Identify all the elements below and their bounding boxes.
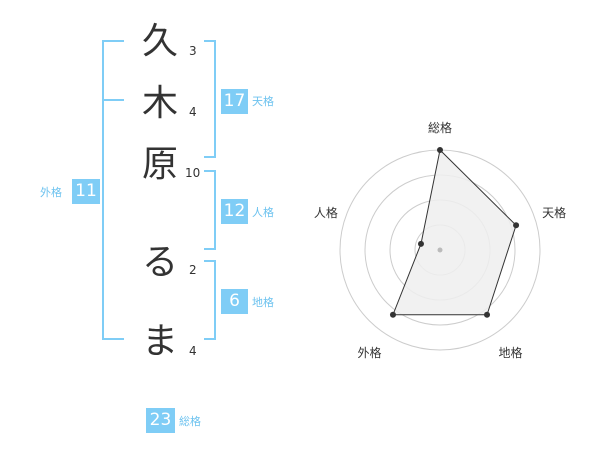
tenkaku-value: 17 (221, 89, 248, 114)
radar-point-2 (513, 222, 520, 229)
radar-point-3 (484, 311, 491, 318)
name-char-5: ま (141, 321, 178, 362)
soukaku-value: 23 (146, 408, 175, 433)
name-char-2: 木 (141, 83, 178, 124)
radar-point-4 (389, 311, 396, 318)
jinkaku-bracket (204, 170, 216, 250)
gaikaku-label: 外格 (40, 186, 62, 199)
radar-point-1 (437, 147, 443, 153)
tenkaku-label: 天格 (252, 95, 274, 108)
radar-axis-label-1: 総格 (428, 120, 452, 135)
radar-center (437, 247, 443, 253)
radar-axis-label-4: 外格 (357, 345, 381, 360)
chikaku-bracket (204, 260, 216, 340)
tenkaku-bracket (204, 40, 216, 158)
jinkaku-value: 12 (221, 199, 248, 224)
jinkaku-label: 人格 (252, 206, 274, 219)
stroke-count-3: 10 (185, 166, 201, 180)
radar-series (389, 147, 520, 318)
name-char-3: 原 (141, 144, 178, 185)
radar-point-5 (417, 240, 424, 247)
gaikaku-bracket (102, 40, 124, 340)
gaikaku-value: 11 (72, 179, 100, 204)
soukaku-label: 総格 (179, 415, 201, 428)
stroke-count-2: 4 (189, 105, 197, 119)
chikaku-value: 6 (221, 289, 248, 314)
stroke-count-4: 2 (189, 263, 197, 277)
radar-axis-label-2: 天格 (542, 205, 566, 220)
bracket-tick-1 (102, 99, 124, 101)
name-char-4: る (141, 242, 178, 283)
radar-polygon (392, 148, 517, 316)
stroke-count-1: 3 (189, 44, 197, 58)
chikaku-label: 地格 (252, 296, 274, 309)
radar-axis-label-3: 地格 (499, 345, 523, 360)
name-char-1: 久 (141, 21, 178, 62)
radar-axis-label-5: 人格 (314, 205, 338, 220)
stroke-count-5: 4 (189, 344, 197, 358)
